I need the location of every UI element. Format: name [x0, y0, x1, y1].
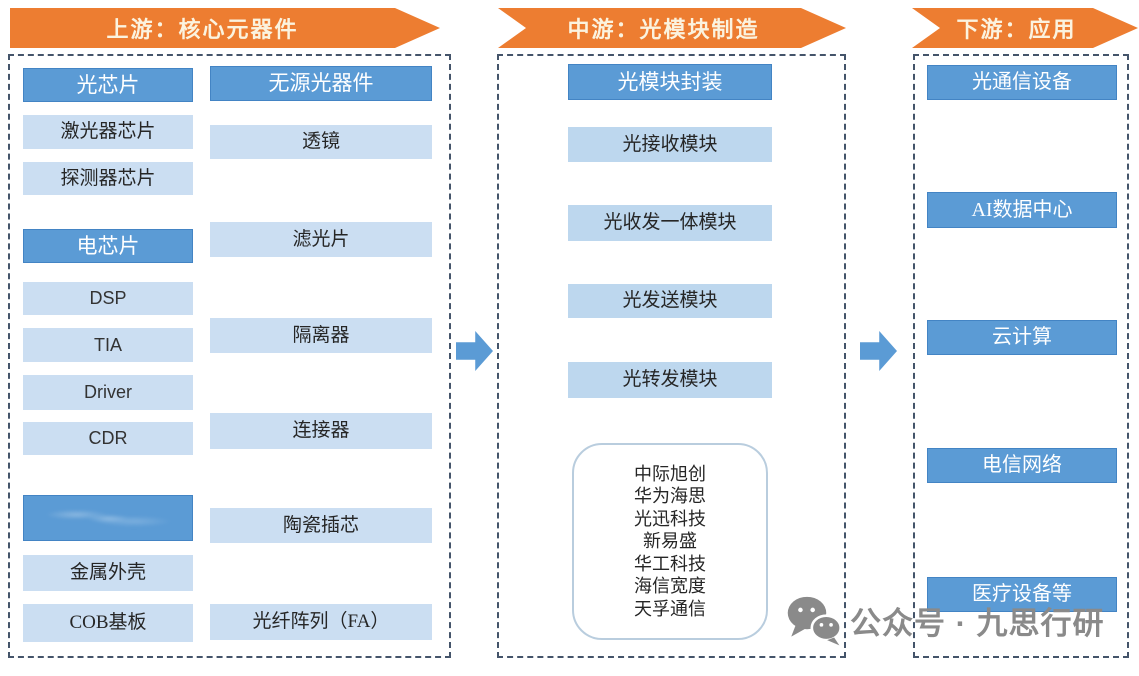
- isolator-box: 隔离器: [210, 318, 432, 353]
- company-item: 华为海思: [634, 486, 706, 507]
- transceiver-module-box: 光收发一体模块: [568, 205, 772, 241]
- company-item: 华工科技: [634, 553, 706, 574]
- metal-shell-box: 金属外壳: [23, 555, 193, 591]
- stage-header-upstream: 上游：核心元器件: [10, 8, 440, 48]
- right-arrow-icon-1: [456, 331, 493, 371]
- company-item: 新易盛: [643, 531, 697, 552]
- cdr-box: CDR: [23, 422, 193, 455]
- electric-chip-header: 电芯片: [23, 229, 193, 263]
- right-arrow-icon-2: [860, 331, 897, 371]
- tia-box: TIA: [23, 328, 193, 362]
- wechat-icon: [787, 596, 842, 646]
- optical-chip-header: 光芯片: [23, 68, 193, 102]
- stage-header-midstream: 中游：光模块制造: [498, 8, 846, 48]
- laser-chip-box: 激光器芯片: [23, 115, 193, 149]
- cloud-computing-box: 云计算: [927, 320, 1117, 355]
- driver-box: Driver: [23, 375, 193, 410]
- transmitter-module-box: 光发送模块: [568, 284, 772, 318]
- company-item: 海信宽度: [634, 576, 706, 597]
- watermark-text: 公众号 · 九思行研: [850, 605, 1105, 641]
- optical-comm-equipment-box: 光通信设备: [927, 65, 1117, 100]
- dsp-box: DSP: [23, 282, 193, 315]
- telecom-network-box: 电信网络: [927, 448, 1117, 483]
- company-item: 天孚通信: [634, 598, 706, 619]
- passive-optics-header: 无源光器件: [210, 66, 432, 101]
- lens-box: 透镜: [210, 125, 432, 159]
- company-item: 中际旭创: [634, 463, 706, 484]
- redacted-header-box: [23, 495, 193, 541]
- stage-header-downstream: 下游：应用: [912, 8, 1138, 48]
- panel-downstream: [913, 54, 1129, 658]
- receiver-module-box: 光接收模块: [568, 127, 772, 162]
- transponder-module-box: 光转发模块: [568, 362, 772, 398]
- medical-equipment-box: 医疗设备等: [927, 577, 1117, 612]
- module-packaging-header: 光模块封装: [568, 64, 772, 100]
- blurred-text-smudge: [36, 504, 180, 532]
- ceramic-ferrule-box: 陶瓷插芯: [210, 508, 432, 543]
- companies-list-box: 中际旭创 华为海思 光迅科技 新易盛 华工科技 海信宽度 天孚通信: [572, 443, 768, 640]
- fiber-array-box: 光纤阵列（FA）: [210, 604, 432, 640]
- ai-datacenter-box: AI数据中心: [927, 192, 1117, 228]
- connector-box: 连接器: [210, 413, 432, 449]
- watermark: 公众号 · 九思行研: [786, 594, 1105, 646]
- detector-chip-box: 探测器芯片: [23, 162, 193, 195]
- cob-substrate-box: COB基板: [23, 604, 193, 642]
- optical-filter-box: 滤光片: [210, 222, 432, 257]
- panel-midstream: [497, 54, 846, 658]
- panel-upstream: [8, 54, 451, 658]
- company-item: 光迅科技: [634, 508, 706, 529]
